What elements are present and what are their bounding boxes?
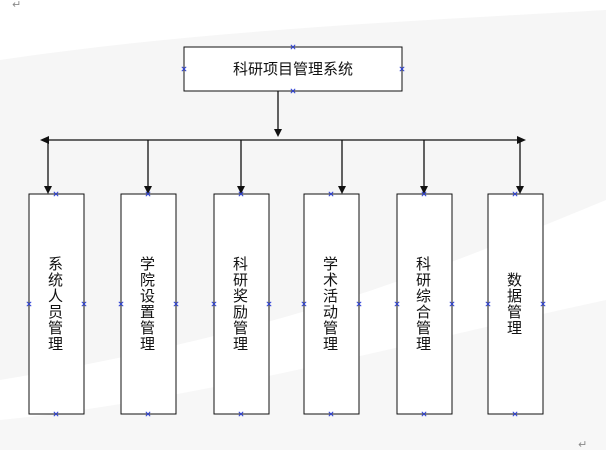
selection-handle[interactable] <box>328 411 334 417</box>
selection-handle[interactable] <box>238 411 244 417</box>
selection-handle[interactable] <box>328 191 334 197</box>
child-box-2[interactable] <box>120 193 177 415</box>
selection-handle[interactable] <box>512 411 518 417</box>
child-connectors <box>44 140 524 194</box>
bus-arrow-right <box>517 136 526 144</box>
selection-handle[interactable] <box>26 301 32 307</box>
selection-handle[interactable] <box>238 191 244 197</box>
paragraph-mark-top: ↵ <box>12 0 22 11</box>
root-box[interactable] <box>183 46 403 92</box>
selection-handle[interactable] <box>290 44 296 50</box>
child-box-4[interactable] <box>303 193 360 415</box>
selection-handles <box>26 44 546 417</box>
child-label-1: 系统人员管理 <box>46 256 64 352</box>
selection-handle[interactable] <box>81 301 87 307</box>
selection-handle[interactable] <box>356 301 362 307</box>
child-label-6: 数据管理 <box>505 272 523 336</box>
selection-handle[interactable] <box>485 301 491 307</box>
child-arrowhead <box>44 186 52 194</box>
selection-handle[interactable] <box>266 301 272 307</box>
paragraph-mark-bottom: ↵ <box>578 438 588 451</box>
child-arrowhead <box>144 186 152 194</box>
selection-handle[interactable] <box>53 191 59 197</box>
selection-handle[interactable] <box>145 411 151 417</box>
selection-handle[interactable] <box>118 301 124 307</box>
child-arrowhead <box>420 186 428 194</box>
selection-handle[interactable] <box>53 411 59 417</box>
child-box-6[interactable] <box>487 193 544 415</box>
root-label: 科研项目管理系统 <box>232 60 353 78</box>
child-label-5: 科研综合管理 <box>414 256 432 352</box>
child-boxes <box>28 193 544 415</box>
root-arrowhead <box>274 129 282 137</box>
child-label-4: 学术活动管理 <box>321 256 339 352</box>
selection-handle[interactable] <box>399 66 405 72</box>
selection-handle[interactable] <box>394 301 400 307</box>
child-arrowhead <box>516 186 524 194</box>
selection-handle[interactable] <box>173 301 179 307</box>
selection-handle[interactable] <box>449 301 455 307</box>
selection-handle[interactable] <box>290 88 296 94</box>
selection-handle[interactable] <box>512 191 518 197</box>
selection-handle[interactable] <box>145 191 151 197</box>
selection-handle[interactable] <box>301 301 307 307</box>
child-label-3: 科研奖励管理 <box>231 256 249 352</box>
child-arrowhead <box>338 186 346 194</box>
selection-handle[interactable] <box>211 301 217 307</box>
bus-arrow-left <box>40 136 49 144</box>
selection-handle[interactable] <box>421 411 427 417</box>
child-box-1[interactable] <box>28 193 85 415</box>
child-arrowhead <box>237 186 245 194</box>
selection-handle[interactable] <box>181 66 187 72</box>
selection-handle[interactable] <box>421 191 427 197</box>
child-label-2: 学院设置管理 <box>138 256 156 352</box>
selection-handle[interactable] <box>540 301 546 307</box>
